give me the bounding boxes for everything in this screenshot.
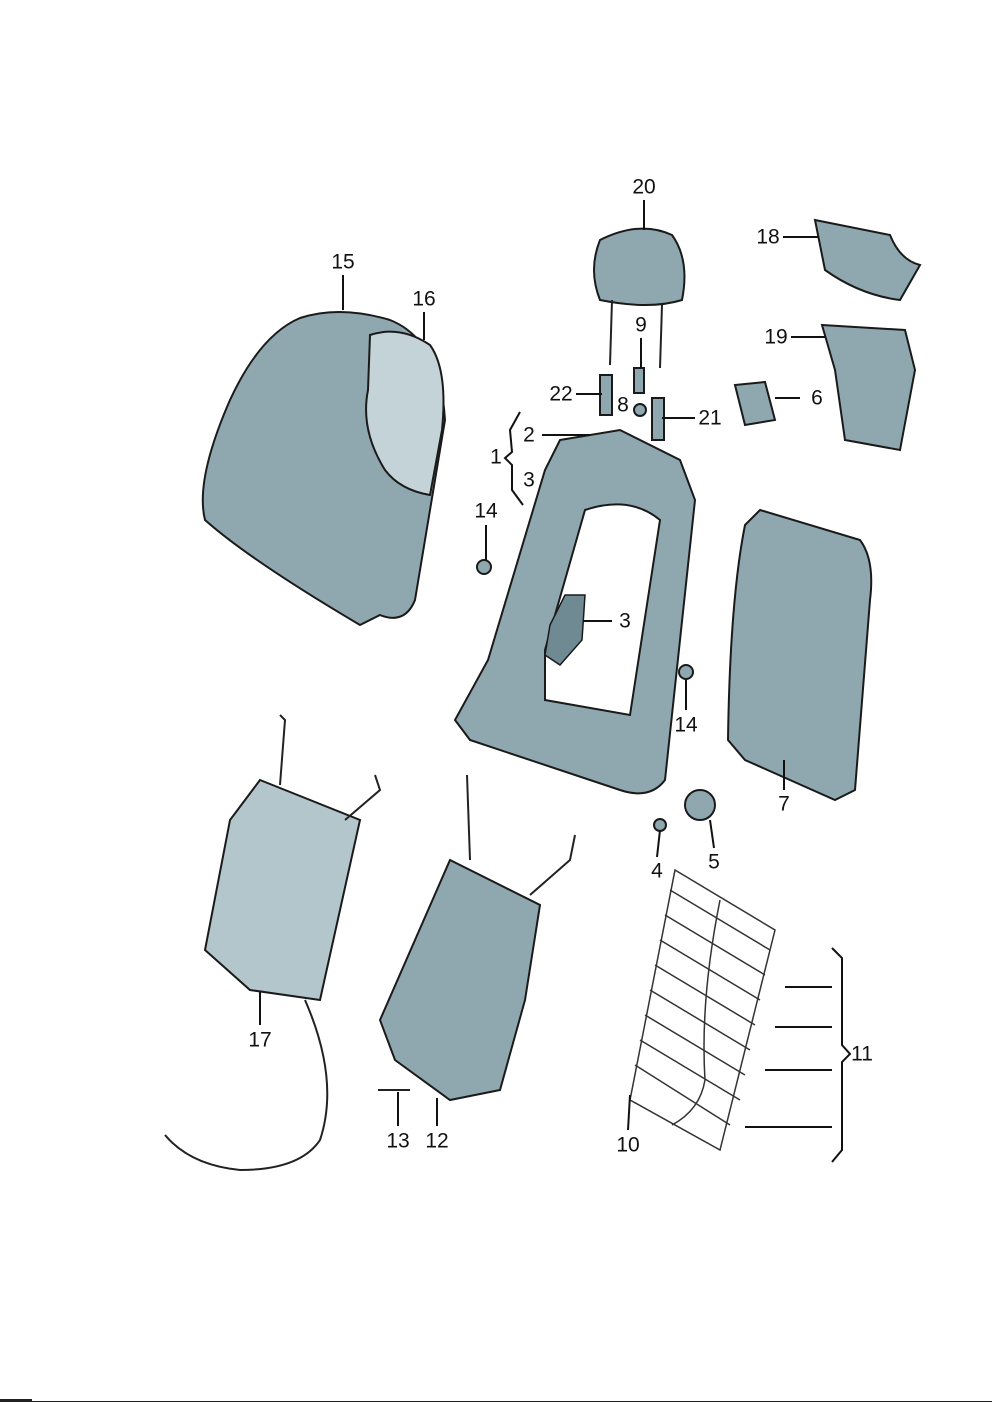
callout-14-left[interactable]: 14 (474, 499, 498, 523)
callout-19[interactable]: 19 (764, 325, 788, 349)
part-19-bracket[interactable] (820, 323, 917, 452)
mat-hook-left (279, 714, 287, 786)
heating-mat-cable (164, 999, 329, 1172)
headrest-post-left (609, 299, 613, 366)
part-14-bolt-right[interactable] (678, 664, 694, 680)
callout-3-upper[interactable]: 3 (523, 468, 535, 492)
callout-16[interactable]: 16 (412, 287, 436, 311)
part-6-cap[interactable] (733, 380, 777, 427)
callout-11[interactable]: 11 (851, 1042, 873, 1066)
part-17-heating-mat[interactable] (203, 778, 362, 1002)
callout-13[interactable]: 13 (386, 1129, 410, 1153)
callout-6[interactable]: 6 (811, 386, 823, 410)
part-18-trim[interactable] (813, 218, 922, 302)
part-8-washer[interactable] (633, 403, 647, 417)
leader-lines (259, 200, 852, 1163)
callout-15[interactable]: 15 (331, 250, 355, 274)
part-20-headrest[interactable] (593, 227, 686, 306)
part-16-perforated-insert[interactable] (365, 330, 445, 497)
part-12-lumbar-support[interactable] (378, 858, 542, 1102)
part-4-bolt[interactable] (653, 818, 667, 832)
mat-hook-right (344, 774, 382, 821)
callout-8[interactable]: 8 (617, 393, 629, 417)
part-3-adjuster[interactable] (544, 594, 586, 666)
callout-18[interactable]: 18 (756, 225, 780, 249)
footer-mark (0, 1399, 32, 1402)
callout-1[interactable]: 1 (490, 445, 502, 469)
callout-14-right[interactable]: 14 (674, 713, 698, 737)
headrest-post-right (659, 304, 663, 369)
callout-17[interactable]: 17 (248, 1028, 272, 1052)
callout-12[interactable]: 12 (425, 1129, 449, 1153)
footer-divider (0, 1401, 992, 1402)
part-14-bolt-left[interactable] (476, 559, 492, 575)
callout-9[interactable]: 9 (635, 313, 647, 337)
part-10-wire-mat[interactable] (629, 868, 776, 1152)
callout-21[interactable]: 21 (698, 406, 722, 430)
callout-5[interactable]: 5 (708, 850, 720, 874)
callout-22[interactable]: 22 (549, 382, 573, 406)
part-9-screw[interactable] (633, 367, 645, 394)
callout-3-lower[interactable]: 3 (619, 609, 631, 633)
callout-10[interactable]: 10 (616, 1133, 640, 1157)
lumbar-cable-2 (529, 834, 576, 896)
callout-7[interactable]: 7 (778, 792, 790, 816)
part-5-knob[interactable] (684, 789, 716, 821)
callout-4[interactable]: 4 (651, 859, 663, 883)
callout-20[interactable]: 20 (632, 175, 656, 199)
callout-2[interactable]: 2 (523, 423, 535, 447)
part-7-back-panel[interactable] (726, 508, 873, 802)
lumbar-cable-1 (466, 774, 471, 861)
part-2-backrest-frame[interactable] (453, 428, 697, 795)
